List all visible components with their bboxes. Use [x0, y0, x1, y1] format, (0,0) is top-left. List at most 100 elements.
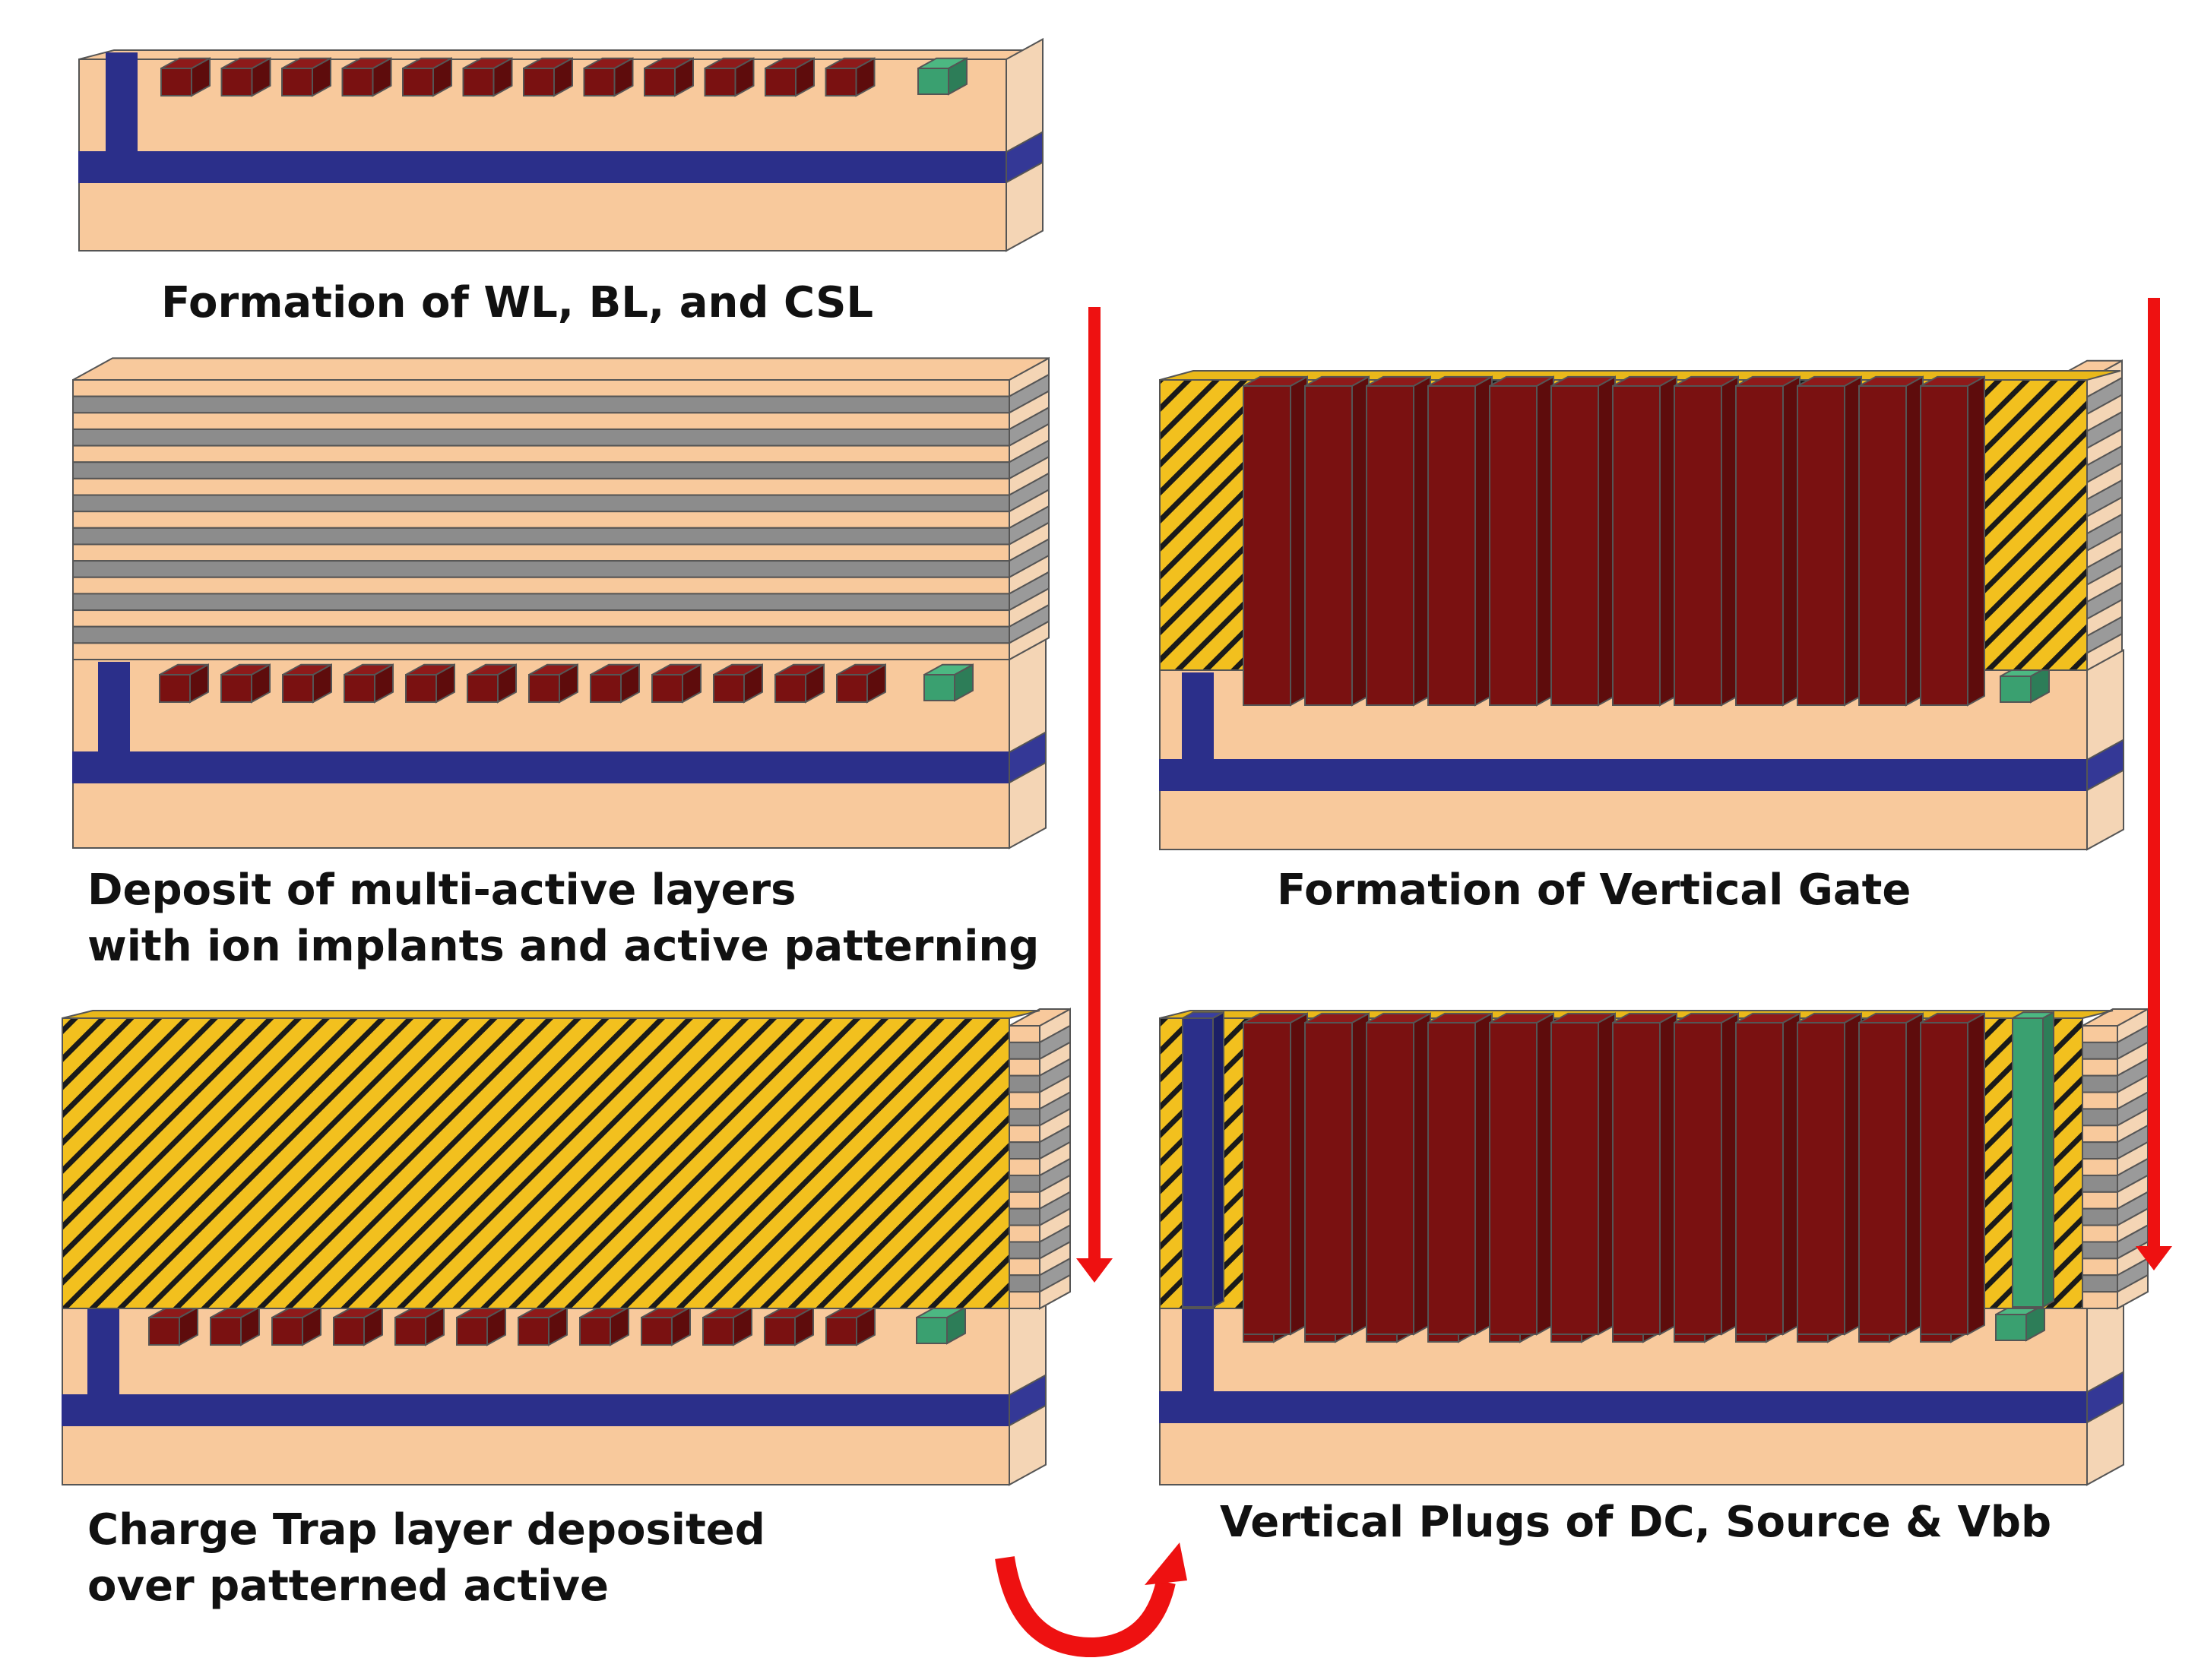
active-layer [2082, 1041, 2118, 1060]
active-layer [72, 428, 1010, 447]
isolation-layer [72, 543, 1010, 562]
csl-contact-block-front [2000, 675, 2032, 703]
csl-strap [106, 52, 138, 154]
active-layer [2082, 1074, 2118, 1093]
vertical-gate-front [1550, 1022, 1599, 1335]
isolation-layer [2082, 1258, 2118, 1277]
bit-line-block [644, 57, 694, 97]
vertical-gate-front [1920, 1022, 1968, 1335]
isolation-layer [2082, 1291, 2118, 1310]
bit-line-block-front [702, 1317, 734, 1346]
bit-line-block-front [765, 68, 797, 96]
buried-word-line [78, 151, 1007, 183]
flow-arrow-curved-shaft [995, 1555, 1176, 1658]
vertical-gate-front [1797, 385, 1845, 706]
bit-line-block [160, 57, 211, 97]
caption-line: with ion implants and active patterning [87, 922, 1040, 971]
bit-line-block-front [394, 1317, 426, 1346]
buried-word-line [1159, 759, 2088, 791]
isolation-layer [1009, 1258, 1040, 1277]
bit-line-block [825, 57, 876, 97]
buried-word-line-side [1006, 130, 1044, 184]
vertical-gate-front [1797, 1022, 1845, 1335]
caption-line: Deposit of multi-active layers [87, 865, 797, 915]
flow-arrow-curved-head [1145, 1542, 1187, 1585]
vertical-gate [1674, 1012, 1739, 1336]
bit-line-block [394, 1306, 445, 1346]
bit-line-block [220, 663, 271, 704]
bit-line-block [641, 1306, 691, 1346]
isolation-layer [72, 576, 1010, 595]
bit-line-block-front [579, 1317, 611, 1346]
vbb-plug-front [2012, 1017, 2044, 1308]
bit-line-block [579, 1306, 629, 1346]
vertical-gate [1550, 375, 1616, 707]
vertical-gate-front [1674, 385, 1722, 706]
csl-contact-block-front [916, 1317, 948, 1344]
bit-line-block-front [456, 1317, 488, 1346]
csl-contact-block-front [1995, 1314, 2027, 1341]
csl-contact-block-front [917, 68, 949, 95]
vertical-gate [1427, 1012, 1493, 1336]
vertical-gate [1304, 1012, 1370, 1336]
flow-arrow-curved [995, 1542, 1187, 1658]
isolation-layer [72, 642, 1010, 661]
vertical-gate-front [1489, 385, 1538, 706]
buried-word-line [72, 751, 1010, 783]
buried-word-line [1159, 1391, 2088, 1423]
csl-strap [1182, 672, 1214, 762]
bit-line-block-front [590, 674, 622, 703]
bit-line-block-front [523, 68, 555, 96]
bit-line-block [341, 57, 392, 97]
caption-step-2: Deposit of multi-active layers with ion … [87, 862, 1039, 975]
active-layer [2082, 1241, 2118, 1260]
bit-line-block-front [462, 68, 495, 96]
bit-line-block [456, 1306, 506, 1346]
isolation-layer [2082, 1125, 2118, 1144]
bit-line-block [528, 663, 578, 704]
caption-line: over patterned active [87, 1561, 609, 1611]
bit-line-block-front [341, 68, 374, 96]
bit-line-block-front [160, 68, 192, 96]
vertical-gate-side [1967, 375, 1985, 707]
vertical-gate [1366, 1012, 1431, 1336]
csl-strap [98, 662, 130, 755]
isolation-layer [2082, 1191, 2118, 1210]
isolation-layer [2082, 1224, 2118, 1243]
active-layer [1009, 1274, 1040, 1293]
vertical-gate [1920, 1012, 1985, 1336]
vertical-gate-front [1366, 385, 1414, 706]
active-layer [72, 461, 1010, 479]
vertical-gate [1304, 375, 1370, 707]
bit-line-block [583, 57, 634, 97]
bit-line-block-front [159, 674, 191, 703]
vertical-gate [1243, 375, 1308, 707]
bit-line-block-front [644, 68, 676, 96]
bit-line-block-front [651, 674, 683, 703]
vertical-gate-front [1735, 1022, 1784, 1335]
buried-word-line [62, 1394, 1010, 1426]
bit-line-block [704, 57, 755, 97]
bit-line-block-front [583, 68, 616, 96]
vertical-gate-front [1427, 385, 1476, 706]
csl-contact-block [916, 1306, 966, 1345]
panel-step-3 [1159, 359, 2124, 851]
dc-plug [1182, 1011, 1224, 1308]
isolation-layer [1009, 1158, 1040, 1176]
vertical-gate [1366, 375, 1431, 707]
isolation-layer [1009, 1025, 1040, 1043]
stack-top [1009, 1008, 1071, 1027]
active-layer [2082, 1207, 2118, 1226]
bit-line-block-front [764, 1317, 796, 1346]
csl-contact-block [1995, 1303, 2045, 1342]
vertical-gate [1858, 375, 1924, 707]
bit-line-block [518, 1306, 568, 1346]
active-layer [72, 395, 1010, 414]
isolation-layer [1009, 1091, 1040, 1110]
isolation-layer [2082, 1091, 2118, 1110]
isolation-layer [2082, 1158, 2118, 1176]
bit-line-block-front [825, 1317, 857, 1346]
vertical-gate-front [1304, 1022, 1353, 1335]
isolation-layer [72, 477, 1010, 496]
vertical-gate [1920, 375, 1985, 707]
